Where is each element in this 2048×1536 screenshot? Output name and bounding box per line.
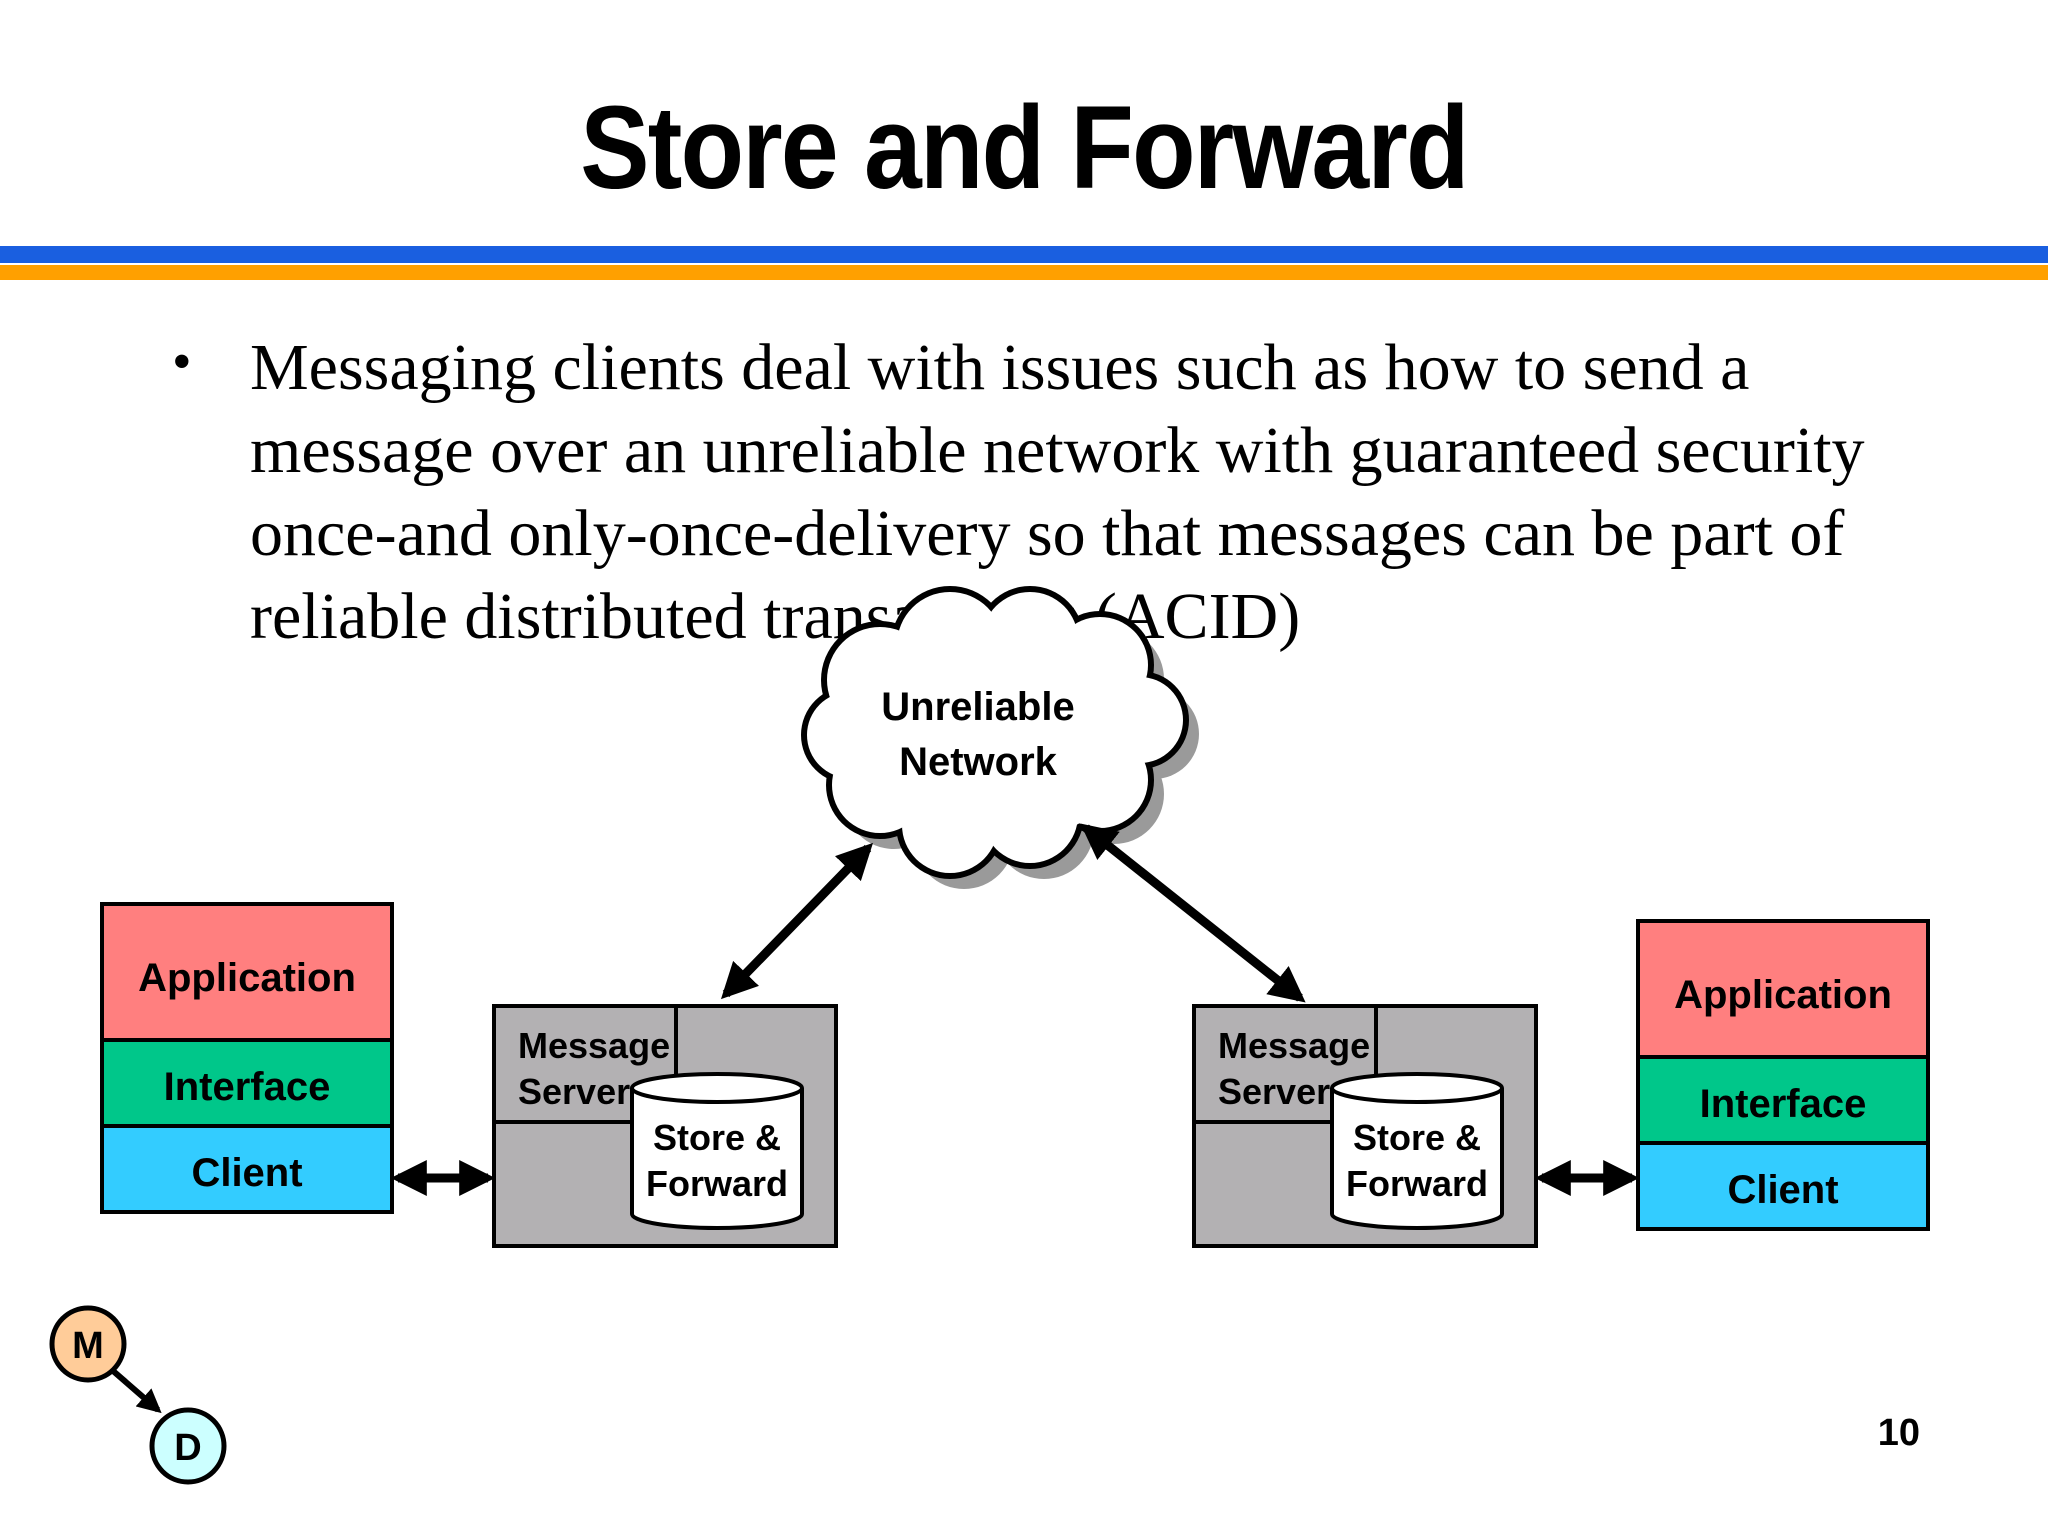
right-application-layer xyxy=(1636,919,1930,1059)
logo-m-circle xyxy=(49,1305,127,1383)
left-server-label-line2: Server xyxy=(518,1071,630,1112)
right-interface-layer xyxy=(1636,1055,1930,1145)
unreliable-network-cloud: Unreliable Network xyxy=(801,586,1199,889)
logo-m-letter: M xyxy=(72,1325,104,1367)
network-label-line2: Network xyxy=(899,740,1058,784)
right-application-label: Application xyxy=(1674,973,1892,1017)
bullet-text: Messaging clients deal with issues such … xyxy=(250,331,1865,653)
right-interface-label: Interface xyxy=(1700,1082,1867,1126)
left-store-label-line1: Store & xyxy=(653,1117,781,1158)
left-client-stack: Application Interface Client xyxy=(100,902,394,1214)
page-number: 10 xyxy=(1877,1412,1920,1454)
title-rule-blue xyxy=(0,246,2048,263)
network-label-line1: Unreliable xyxy=(881,685,1074,729)
left-application-label: Application xyxy=(138,956,356,1000)
right-server-label-line1: Message xyxy=(1218,1025,1370,1066)
left-message-server: Message Server Store & Forward xyxy=(492,1004,838,1248)
left-server-label-line1: Message xyxy=(518,1025,670,1066)
right-network-arrow xyxy=(1080,823,1306,1003)
md-logo: M D xyxy=(49,1305,227,1485)
right-store-label-line2: Forward xyxy=(1346,1163,1488,1204)
left-interface-layer xyxy=(100,1038,394,1128)
left-application-layer xyxy=(100,902,394,1042)
left-client-label: Client xyxy=(191,1151,302,1195)
slide-title: Store and Forward xyxy=(580,82,1469,214)
left-interface-label: Interface xyxy=(164,1065,331,1109)
right-store-forward-cylinder: Store & Forward xyxy=(1330,1072,1504,1230)
logo-d-letter: D xyxy=(174,1427,201,1469)
title-rule-orange xyxy=(0,265,2048,280)
right-message-server: Message Server Store & Forward xyxy=(1192,1004,1538,1248)
left-store-forward-cylinder: Store & Forward xyxy=(630,1072,804,1230)
right-client-label: Client xyxy=(1727,1168,1838,1212)
right-client-stack: Application Interface Client xyxy=(1636,919,1930,1231)
bullet-marker: • xyxy=(172,331,192,393)
left-client-layer xyxy=(100,1124,394,1214)
logo-d-circle xyxy=(149,1407,227,1485)
right-server-label-line2: Server xyxy=(1218,1071,1330,1112)
left-store-label-line2: Forward xyxy=(646,1163,788,1204)
right-client-layer xyxy=(1636,1141,1930,1231)
left-network-arrow xyxy=(720,842,874,1000)
right-store-label-line1: Store & xyxy=(1353,1117,1481,1158)
